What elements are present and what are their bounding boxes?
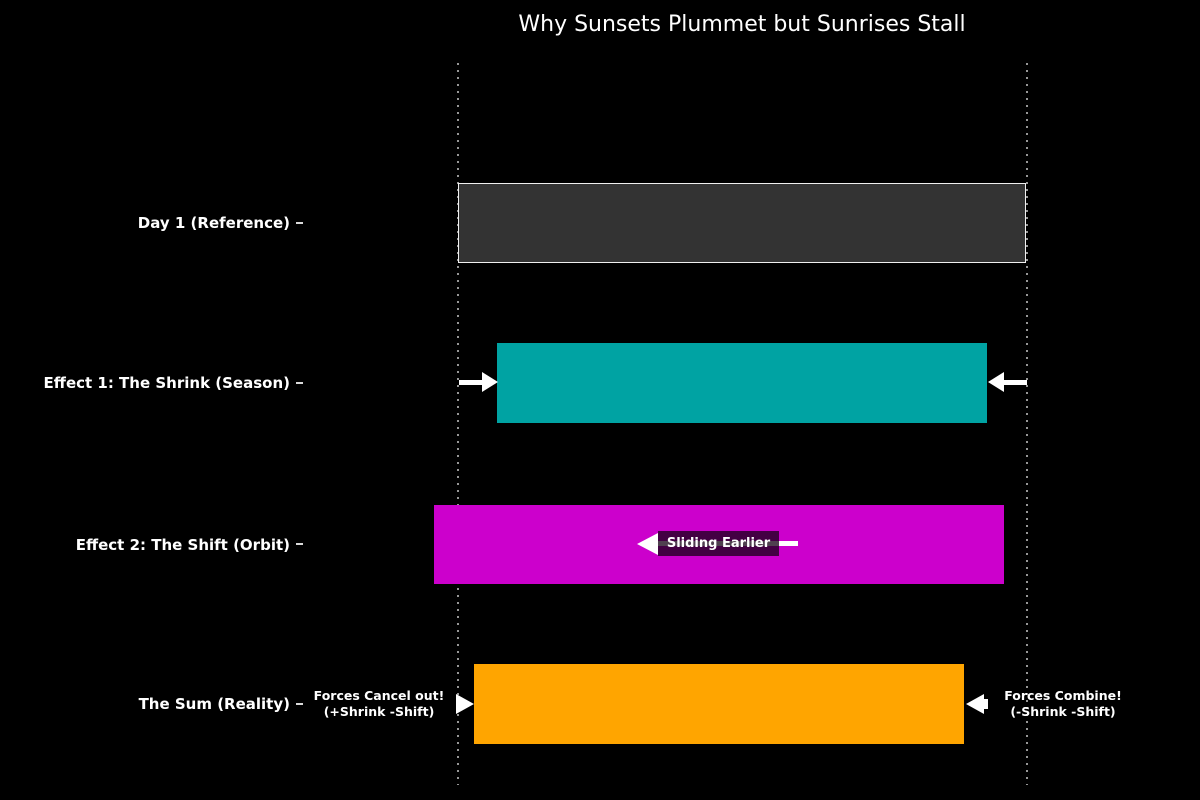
row-label-day1-reference: Day 1 (Reference) (137, 214, 290, 232)
shrink-right-arrow-icon (988, 372, 1004, 392)
forces-cancel-annotation: Forces Cancel out! (+Shrink -Shift) (305, 688, 453, 720)
forces-combine-arrow-icon (966, 694, 984, 714)
forces-cancel-line1: Forces Cancel out! (313, 688, 445, 703)
sliding-earlier-label: Sliding Earlier (658, 531, 779, 556)
forces-combine-annotation: Forces Combine! (-Shrink -Shift) (988, 688, 1138, 720)
forces-cancel-line2: (+Shrink -Shift) (323, 704, 435, 719)
row-label-effect1-shrink: Effect 1: The Shrink (Season) (43, 374, 290, 392)
forces-combine-line1: Forces Combine! (1004, 688, 1122, 703)
chart-title: Why Sunsets Plummet but Sunrises Stall (518, 12, 966, 37)
forces-combine-line2: (-Shrink -Shift) (1010, 704, 1116, 719)
y-tick-effect1 (296, 382, 303, 384)
y-tick-sum (296, 703, 303, 705)
shrink-left-arrow-shaft (459, 380, 484, 385)
y-tick-day1 (296, 222, 303, 224)
row-label-effect2-shift: Effect 2: The Shift (Orbit) (75, 536, 290, 554)
forces-cancel-arrow-icon (456, 694, 474, 714)
bar-day1-reference (458, 183, 1026, 263)
y-tick-effect2 (296, 543, 303, 545)
sliding-earlier-arrow-icon (637, 533, 658, 555)
bar-effect1-shrink (497, 343, 987, 423)
shrink-left-arrow-icon (482, 372, 498, 392)
bar-sum-reality (474, 664, 964, 744)
row-label-sum-reality: The Sum (Reality) (138, 695, 290, 713)
reference-sunset-gridline (1026, 63, 1028, 785)
reference-sunrise-gridline (457, 63, 459, 785)
forces-combine-arrow-stub (982, 699, 988, 709)
shrink-right-arrow-shaft (1002, 380, 1027, 385)
